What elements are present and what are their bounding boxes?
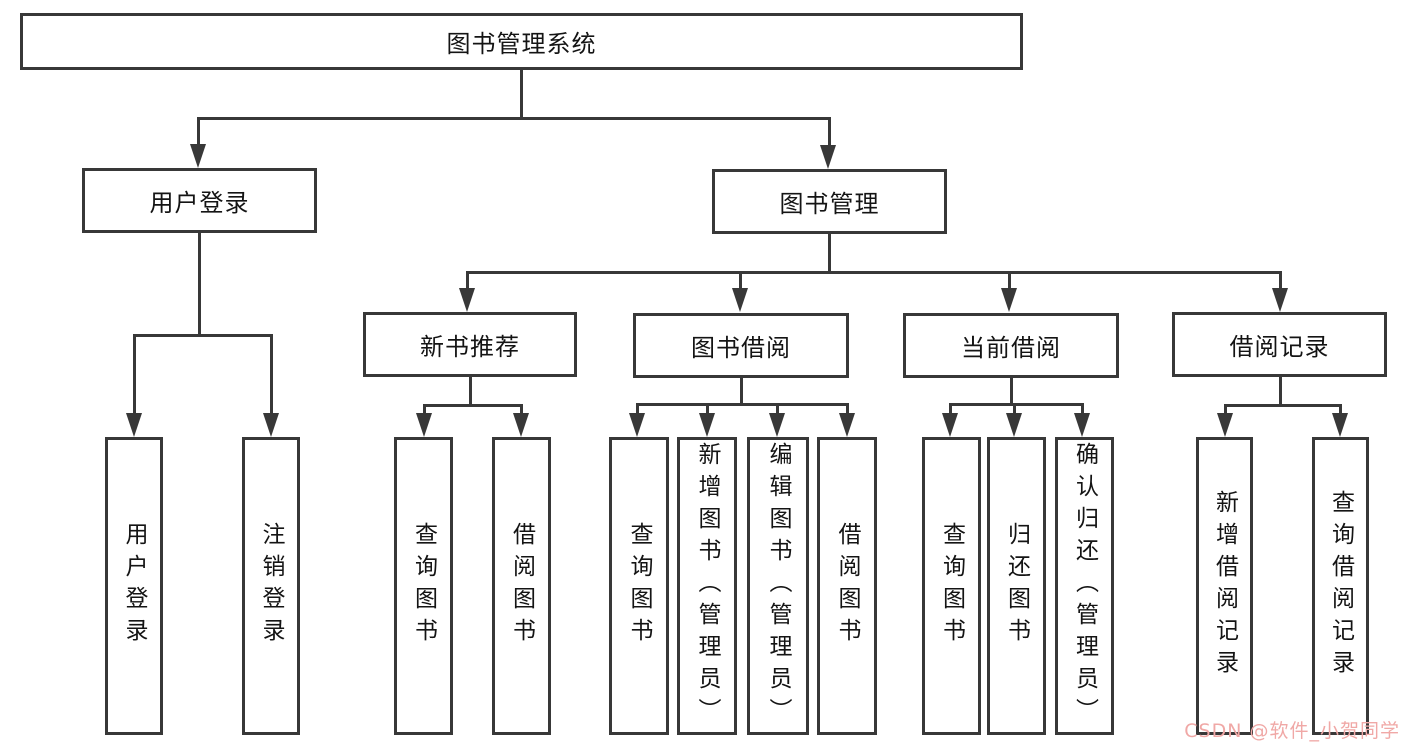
leaf-query-book-recommend-label: 查询图书 <box>410 522 437 650</box>
node-book-management: 图书管理 <box>712 169 947 234</box>
leaf-query-book-recommend: 查询图书 <box>394 437 453 735</box>
node-current-borrow-label: 当前借阅 <box>961 334 1061 362</box>
connector-vline <box>1008 271 1011 291</box>
node-root: 图书管理系统 <box>20 13 1023 70</box>
connector-vline <box>1224 404 1227 415</box>
connector-hline <box>466 271 1282 274</box>
connector-vline <box>740 376 743 406</box>
arrow-down-icon <box>820 145 836 169</box>
connector-vline <box>739 271 742 291</box>
node-book-borrow: 图书借阅 <box>633 313 849 378</box>
connector-vline <box>469 375 472 407</box>
connector-vline <box>466 271 469 291</box>
arrow-down-icon <box>459 288 475 312</box>
leaf-add-borrow-record: 新增借阅记录 <box>1196 437 1253 735</box>
arrow-down-icon <box>513 413 529 437</box>
leaf-confirm-return-admin-label: 确认归还（管理员） <box>1071 442 1098 730</box>
arrow-down-icon <box>1217 413 1233 437</box>
connector-vline <box>828 232 831 274</box>
connector-vline <box>270 334 273 416</box>
connector-vline <box>1279 271 1282 291</box>
connector-vline <box>776 403 779 415</box>
csdn-watermark: CSDN @软件_小贺同学 <box>1184 720 1400 742</box>
node-user-login: 用户登录 <box>82 168 317 233</box>
connector-hline <box>636 403 848 406</box>
node-book-borrow-label: 图书借阅 <box>691 334 791 362</box>
arrow-down-icon <box>190 144 206 168</box>
arrow-down-icon <box>769 413 785 437</box>
connector-vline <box>1339 404 1342 415</box>
leaf-logout-label: 注销登录 <box>258 522 284 650</box>
arrow-down-icon <box>416 413 432 437</box>
connector-vline <box>1010 376 1013 406</box>
connector-hline <box>197 117 831 120</box>
connector-hline <box>1224 404 1342 407</box>
arrow-down-icon <box>1006 413 1022 437</box>
node-new-book-recommend-label: 新书推荐 <box>420 333 520 361</box>
connector-vline <box>846 403 849 415</box>
connector-vline <box>1013 403 1016 415</box>
leaf-user-login: 用户登录 <box>105 437 163 735</box>
connector-vline <box>949 403 952 415</box>
leaf-confirm-return-admin: 确认归还（管理员） <box>1055 437 1114 735</box>
node-user-login-label: 用户登录 <box>149 189 250 217</box>
leaf-borrow-book: 借阅图书 <box>817 437 877 735</box>
arrow-down-icon <box>263 413 279 437</box>
node-new-book-recommend: 新书推荐 <box>363 312 577 377</box>
connector-vline <box>520 404 523 415</box>
node-current-borrow: 当前借阅 <box>903 313 1119 378</box>
arrow-down-icon <box>1332 413 1348 437</box>
node-book-management-label: 图书管理 <box>779 190 880 218</box>
arrow-down-icon <box>1001 288 1017 312</box>
leaf-borrow-book-recommend-label: 借阅图书 <box>508 522 535 650</box>
leaf-query-book-current: 查询图书 <box>922 437 981 735</box>
connector-vline <box>706 403 709 415</box>
connector-hline <box>133 334 273 337</box>
leaf-logout: 注销登录 <box>242 437 300 735</box>
connector-vline <box>197 117 200 149</box>
leaf-query-book-current-label: 查询图书 <box>938 522 965 650</box>
node-borrow-records-label: 借阅记录 <box>1229 333 1330 361</box>
leaf-return-book-label: 归还图书 <box>1003 522 1030 650</box>
leaf-query-borrow-record: 查询借阅记录 <box>1312 437 1369 735</box>
arrow-down-icon <box>839 413 855 437</box>
leaf-edit-book-admin: 编辑图书（管理员） <box>747 437 809 735</box>
leaf-borrow-book-label: 借阅图书 <box>834 522 860 650</box>
connector-vline <box>1279 375 1282 407</box>
connector-vline <box>133 334 136 416</box>
arrow-down-icon <box>732 288 748 312</box>
connector-vline <box>636 403 639 415</box>
arrow-down-icon <box>942 413 958 437</box>
node-root-label: 图书管理系统 <box>446 30 597 58</box>
connector-hline <box>949 403 1084 406</box>
arrow-down-icon <box>126 413 142 437</box>
leaf-query-book-borrow-label: 查询图书 <box>626 522 652 650</box>
leaf-user-login-label: 用户登录 <box>121 522 147 650</box>
connector-vline <box>828 117 831 150</box>
connector-vline <box>1081 403 1084 415</box>
connector-vline <box>198 231 201 337</box>
connector-vline <box>520 68 523 118</box>
leaf-add-book-admin-label: 新增图书（管理员） <box>694 442 720 730</box>
arrow-down-icon <box>629 413 645 437</box>
connector-hline <box>423 404 523 407</box>
arrow-down-icon <box>1272 288 1288 312</box>
leaf-edit-book-admin-label: 编辑图书（管理员） <box>765 442 791 730</box>
leaf-borrow-book-recommend: 借阅图书 <box>492 437 551 735</box>
arrow-down-icon <box>1074 413 1090 437</box>
connector-vline <box>423 404 426 415</box>
node-borrow-records: 借阅记录 <box>1172 312 1387 377</box>
leaf-add-book-admin: 新增图书（管理员） <box>677 437 737 735</box>
leaf-query-borrow-record-label: 查询借阅记录 <box>1327 490 1354 682</box>
leaf-return-book: 归还图书 <box>987 437 1046 735</box>
arrow-down-icon <box>699 413 715 437</box>
leaf-query-book-borrow: 查询图书 <box>609 437 669 735</box>
leaf-add-borrow-record-label: 新增借阅记录 <box>1211 490 1238 682</box>
